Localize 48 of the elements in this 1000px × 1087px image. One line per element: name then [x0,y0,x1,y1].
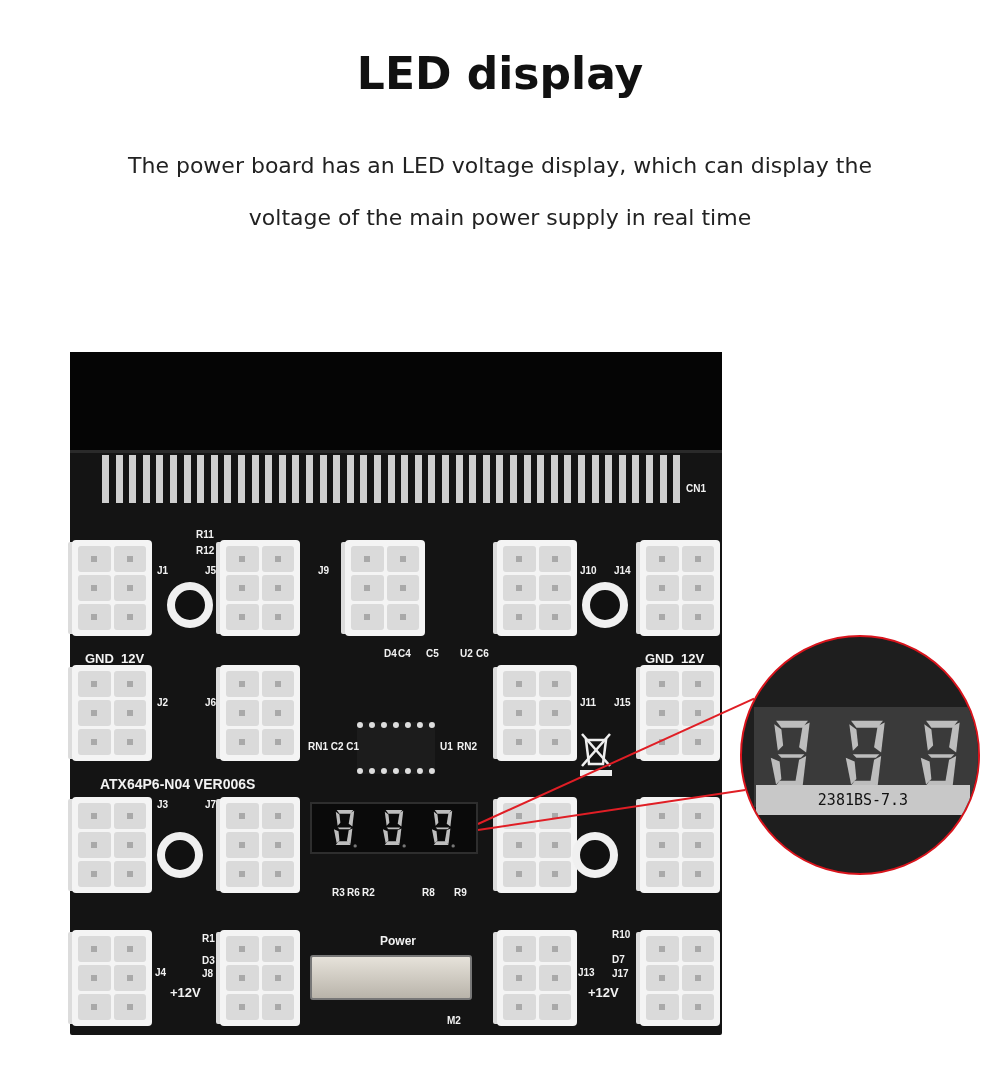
silkscreen-label: R12 [196,546,215,556]
title: LED display [355,48,645,99]
silkscreen-label: J3 [157,800,169,810]
silkscreen-label: D7 [612,955,625,965]
silkscreen-label: J14 [614,566,631,576]
silkscreen-label: J13 [578,968,595,978]
silkscreen-label: J2 [157,698,169,708]
silkscreen-label: GND 12V [85,652,145,665]
silkscreen-label: C4 [398,649,411,659]
led-display [310,802,478,854]
silkscreen-label: J11 [580,698,597,708]
silkscreen-label: ATX64P6-N04 VER006S [100,777,256,791]
caption: The power board has an LED voltage display, which can display the voltage of the main power supply in real time [127,152,873,232]
silkscreen-label: D4 [384,649,397,659]
leader-line [477,697,756,825]
silkscreen-label: J17 [612,969,629,979]
silkscreen-label: C6 [476,649,489,659]
silkscreen-label: RN1 C2 C1 [308,742,360,752]
silkscreen-label: J6 [205,698,217,708]
silkscreen-label: J10 [580,566,597,576]
silkscreen-label: D3 [202,956,215,966]
silkscreen-label: J1 [157,566,169,576]
silkscreen-label: J5 [205,566,217,576]
silkscreen-label: R6 [347,888,360,898]
part-number: 2381BS-7.3 [756,785,970,815]
silkscreen-label: J4 [155,968,167,978]
silkscreen-label: R2 [362,888,375,898]
leader-line [477,789,747,831]
silkscreen-label: +12V [588,986,619,999]
silkscreen-label: J9 [318,566,330,576]
silkscreen-label: C5 [426,649,439,659]
silkscreen-label: R11 [196,530,214,540]
silkscreen-label: Power [380,935,416,947]
silkscreen-label: R1 [202,934,215,944]
silkscreen-label: U1 [440,742,453,752]
silkscreen-label: CN1 [686,484,706,494]
silkscreen-label: J7 [205,800,217,810]
silkscreen-label: R3 [332,888,345,898]
silkscreen-label: J8 [202,969,214,979]
silkscreen-label: RN2 [457,742,477,752]
silkscreen-label: R9 [454,888,467,898]
silkscreen-label: R10 [612,930,631,940]
silkscreen-label: M2 [447,1016,461,1026]
silkscreen-label: GND 12V [645,652,705,665]
silkscreen-label: R8 [422,888,435,898]
silkscreen-label: U2 [460,649,473,659]
silkscreen-label: +12V [170,986,201,999]
silkscreen-label: J15 [614,698,631,708]
